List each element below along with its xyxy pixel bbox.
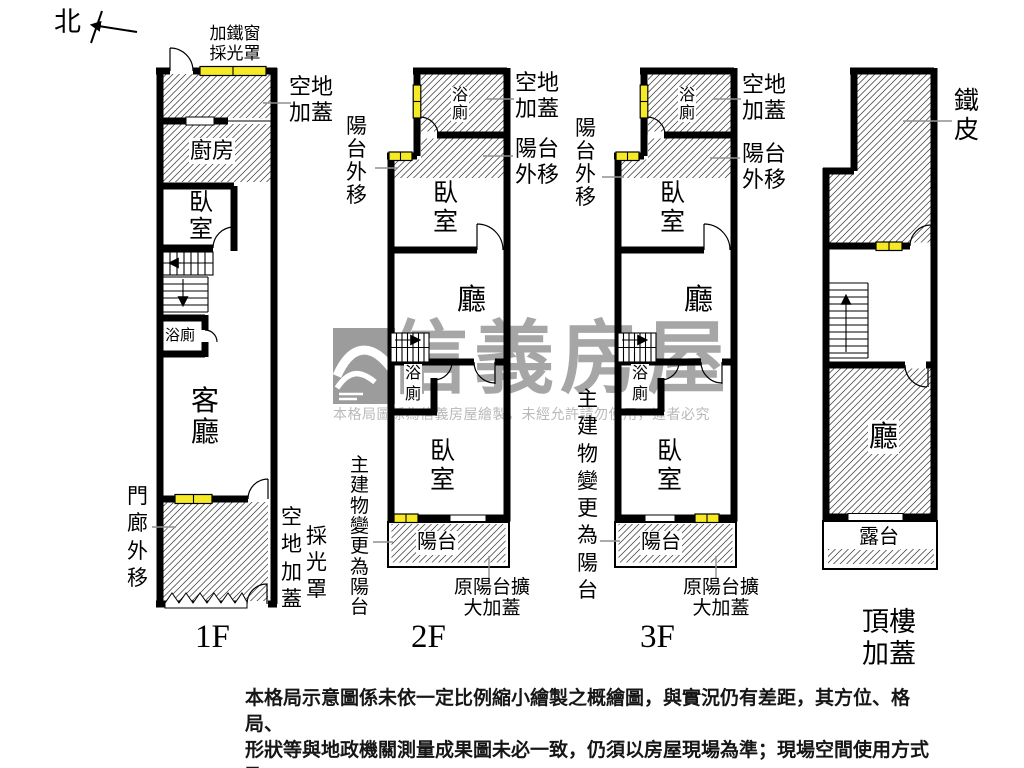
window-roof-bottom [847,513,904,521]
window-1f-top [199,65,267,77]
floor-label-roof: 頂樓 加蓋 [862,607,916,669]
room-label-1f-living: 客廳 [191,386,220,449]
note-roof-iron-sheet: 鐵皮 [954,88,980,144]
stairs-1f [160,251,214,313]
room-label-3f-balcony: 陽台 [640,531,682,555]
note-2f-orig-balcony: 原陽台擴 大加蓋 [454,577,531,619]
room-label-3f-bath-mid: 浴廁 [631,364,649,406]
note-1f-open-air-top: 空地 加蓋 [289,74,334,125]
room-label-3f-hall: 廳 [684,284,714,316]
floor-label-1f: 1F [195,619,230,655]
room-label-2f-balcony: 陽台 [416,531,458,555]
window-roof-mid [875,241,903,252]
compass-arrow [89,10,138,44]
note-3f-main-change: 主建物變更為陽台 [577,387,598,603]
stairs-midfloor [390,332,430,363]
note-2f-main-change: 主建物變更為陽台 [350,455,370,619]
note-3f-balcony-out-left: 陽台外移 [575,116,596,210]
disclaimer-text: 本格局示意圖係未依一定比例縮小繪製之概繪圖，與實況仍有差距，其方位、格局、 形狀… [245,688,930,768]
terrace-outline [822,520,938,570]
room-label-2f-bedroom-lower: 臥室 [430,438,456,494]
room-label-roof-hall: 廳 [868,420,900,455]
room-label-1f-bath: 浴廁 [164,328,197,346]
window-3f-bottom-white [644,514,676,522]
window-mid-step [388,151,413,162]
label-pointer-lines [152,98,952,579]
room-label-3f-bath-top: 浴廁 [678,87,696,123]
note-3f-balcony-out-right: 陽台 外移 [742,141,787,192]
note-1f-window-cover: 加鐵窗 採光罩 [209,24,261,63]
note-2f-balcony-out-left: 陽台外移 [346,114,367,208]
window-2f-bottom-white [449,514,487,522]
room-label-2f-hall: 廳 [457,284,487,316]
note-3f-open-air: 空地 加蓋 [742,72,787,123]
room-label-2f-bath-top: 浴廁 [451,87,469,123]
room-label-3f-bedroom-upper: 臥室 [660,180,686,236]
room-label-roof-terrace: 露台 [858,526,900,550]
window-1f-kitchen [185,116,215,126]
room-label-1f-bedroom: 臥室 [189,190,213,243]
open-edge-zigzag [164,592,248,609]
room-label-2f-bedroom-upper: 臥室 [433,180,459,236]
sinyi-logo-icon [332,328,395,404]
note-1f-open-air-bottom: 空地加蓋 [281,505,302,611]
note-3f-orig-balcony: 原陽台擴 大加蓋 [683,577,760,619]
floorplan-roof [822,67,938,570]
room-label-1f-kitchen: 廚房 [189,138,236,164]
window-1f-porch [174,493,213,505]
note-2f-open-air: 空地 加蓋 [515,70,560,121]
note-1f-skylight: 採光罩 [306,524,327,601]
room-label-2f-bath-mid: 浴廁 [404,364,422,406]
balcony-outline [387,521,510,568]
note-1f-porch: 門廊外移 [127,484,148,590]
note-2f-balcony-out-right: 陽台 外移 [515,136,560,187]
floor-label-3f: 3F [640,619,675,655]
window-2f-bottom [393,513,419,524]
window-mid-left [412,84,422,119]
stairs-roof [826,282,869,359]
floor-label-2f: 2F [411,619,446,655]
room-label-3f-bedroom-lower: 臥室 [657,438,683,494]
compass-north-label: 北 [54,7,81,37]
window-3f-bottom [694,513,720,524]
